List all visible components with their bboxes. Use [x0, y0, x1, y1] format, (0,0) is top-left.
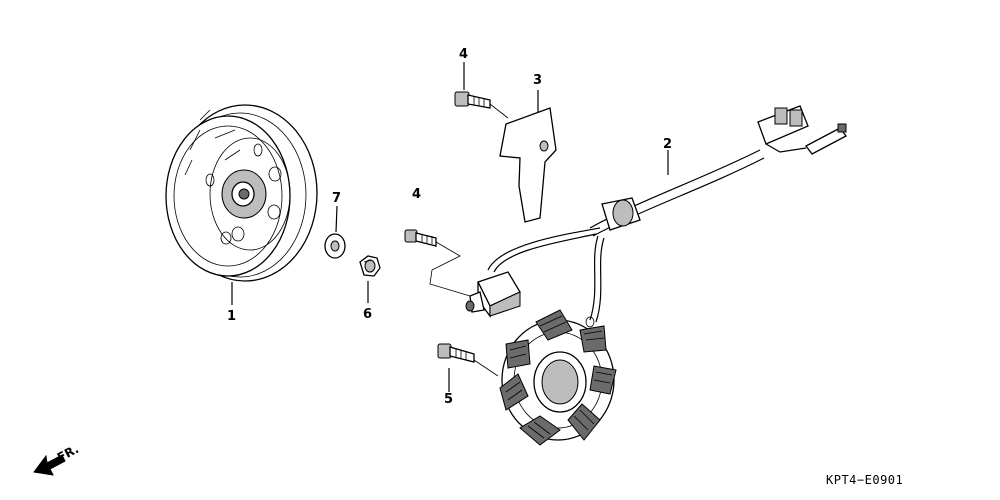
callout-5: 5 — [444, 392, 453, 407]
washer-part — [324, 233, 346, 259]
bracket-part — [499, 107, 557, 223]
callout-7: 7 — [332, 191, 341, 206]
callout-4-upper: 4 — [459, 47, 468, 62]
wire-harness-part — [487, 105, 847, 323]
bolt-upper-part — [454, 91, 491, 109]
nut-part — [359, 255, 381, 277]
callout-1: 1 — [227, 309, 236, 324]
bolt-lower-part — [404, 229, 437, 247]
callout-2: 2 — [663, 137, 672, 152]
pulse-generator-part — [465, 271, 521, 318]
callout-4-lower: 4 — [412, 187, 421, 202]
flywheel-part — [165, 104, 318, 282]
direction-label: FR. — [55, 442, 81, 465]
callout-3: 3 — [533, 73, 542, 88]
diagram-code: KPT4−E0901 — [826, 473, 903, 487]
stator-bolt-part — [437, 343, 475, 363]
front-direction-arrow-icon — [33, 454, 66, 476]
stator-part — [499, 309, 617, 446]
callout-6: 6 — [363, 307, 372, 322]
